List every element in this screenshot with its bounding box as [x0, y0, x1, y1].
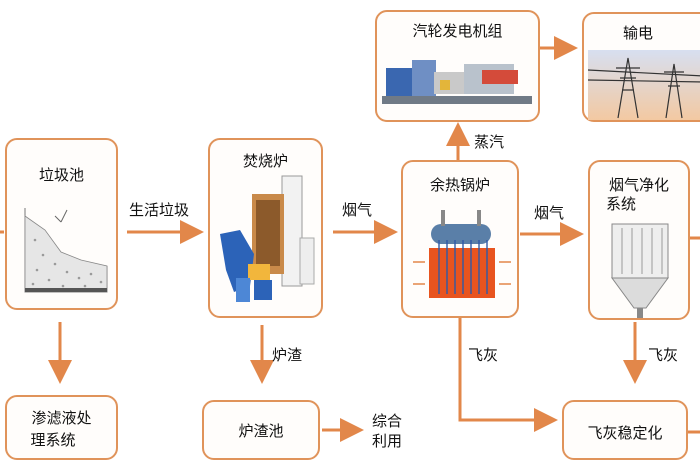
turbine-generator-title: 汽轮发电机组: [412, 22, 503, 40]
fly-ash-stabilization-node: 飞灰稳定化: [562, 400, 688, 460]
label-domestic-waste: 生活垃圾: [129, 201, 190, 219]
label-reuse-line1: 综合: [372, 412, 403, 430]
turbine-generator-node: 汽轮发电机组: [375, 10, 540, 122]
incinerator-node: 焚烧炉: [208, 138, 323, 318]
purification-illustration: [611, 223, 669, 318]
flue-gas-purification-title-line1: 烟气净化: [608, 176, 669, 194]
power-transmission-title: 输电: [622, 24, 653, 42]
turbine-illustration: [382, 60, 532, 104]
boiler-illustration: [413, 210, 511, 298]
transmission-tower-illustration: [588, 50, 700, 120]
incinerator-illustration: [220, 175, 315, 302]
label-fly-ash-2: 飞灰: [648, 346, 679, 364]
label-reuse-line2: 利用: [372, 432, 403, 450]
waste-heat-boiler-title: 余热锅炉: [429, 176, 490, 194]
leachate-treatment-node: 渗滤液处 理系统: [5, 395, 118, 460]
waste-heat-boiler-node: 余热锅炉: [401, 160, 519, 318]
label-flue-gas-1: 烟气: [342, 201, 373, 219]
flue-gas-purification-node: 烟气净化 系统: [588, 160, 690, 320]
label-slag: 炉渣: [272, 346, 303, 364]
label-fly-ash-1: 飞灰: [468, 346, 499, 364]
slag-pit-title: 炉渣池: [238, 422, 284, 440]
leachate-treatment-title-line2: 理系统: [30, 431, 76, 449]
landfill-pit-node: 垃圾池: [5, 138, 118, 310]
incinerator-title: 焚烧炉: [242, 152, 288, 170]
arrow-boiler-to-ash: [458, 318, 558, 432]
landfill-pit-illustration: [24, 208, 108, 293]
label-steam: 蒸汽: [474, 133, 505, 151]
fly-ash-stabilization-title: 飞灰稳定化: [587, 424, 663, 442]
slag-pit-node: 炉渣池: [202, 400, 320, 460]
label-flue-gas-2: 烟气: [534, 204, 565, 222]
flue-gas-purification-title-line2: 系统: [605, 195, 636, 213]
leachate-treatment-title-line1: 渗滤液处: [31, 409, 92, 427]
power-transmission-node: 输电: [582, 12, 700, 122]
landfill-pit-title: 垃圾池: [38, 166, 84, 184]
